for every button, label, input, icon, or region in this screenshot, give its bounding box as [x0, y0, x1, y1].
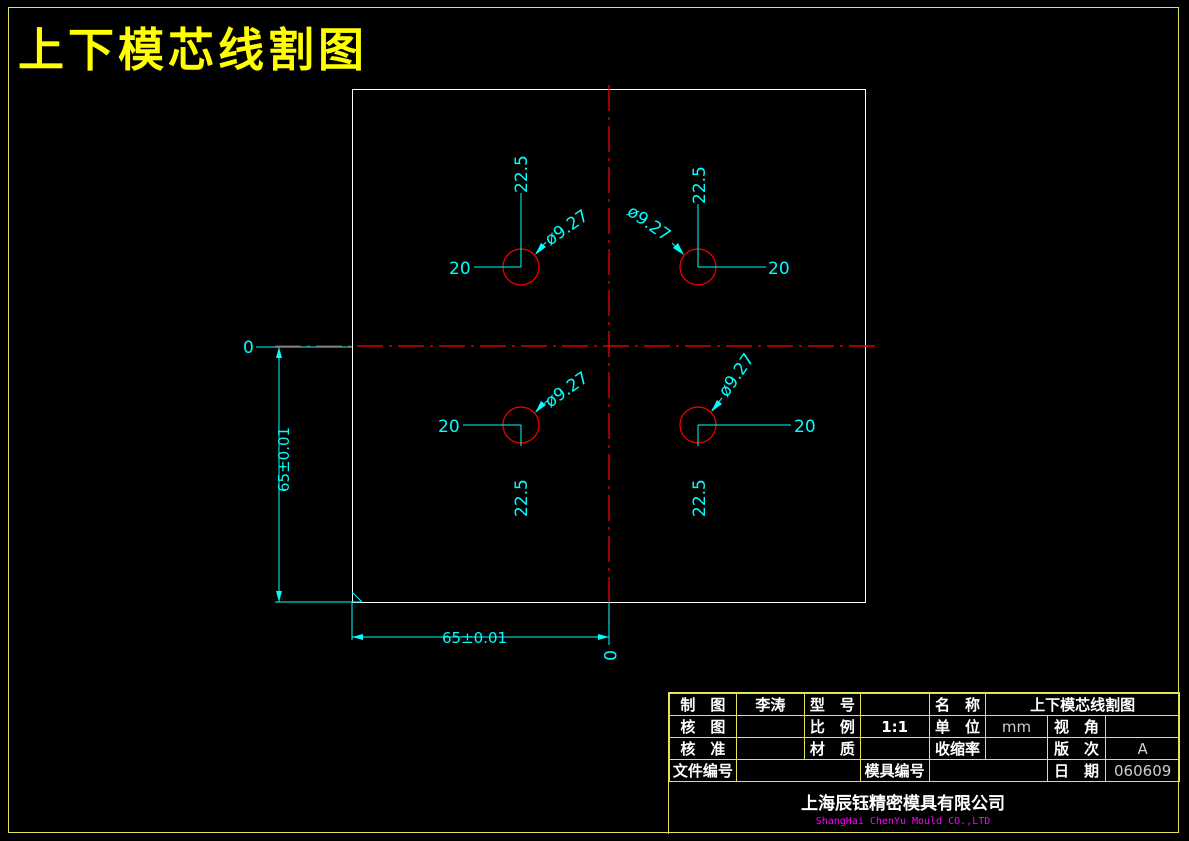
width-dimension-text: 65±0.01 — [442, 629, 507, 647]
hole-bottom-left: 22.5 20 ø9.27 — [438, 368, 592, 517]
height-dimension-text: 65±0.01 — [275, 427, 293, 492]
shrinkage-value — [985, 737, 1048, 760]
scale-value: 1:1 — [859, 715, 930, 738]
model-label: 型 号 — [804, 693, 861, 716]
hole-bottom-right: 22.5 20 ø9.27 — [679, 350, 816, 517]
hole-bottom-left-diameter: ø9.27 — [541, 368, 592, 412]
shrinkage-label: 收缩率 — [928, 737, 987, 760]
revision-label: 版 次 — [1046, 737, 1107, 760]
unit-label: 单 位 — [928, 715, 987, 738]
date-value: 060609 — [1105, 759, 1180, 782]
company-info: 上海辰钰精密模具有限公司 ShangHai ChenYu Mould CO.,L… — [669, 789, 1137, 827]
date-label: 日 期 — [1046, 759, 1107, 782]
title-block-row: 核 图 比 例 1:1 单 位 mm 视 角 — [669, 715, 1180, 738]
unit-value: mm — [985, 715, 1048, 738]
checker-value — [735, 715, 806, 738]
view-label: 视 角 — [1046, 715, 1107, 738]
hole-bottom-left-x-dim: 20 — [438, 417, 460, 437]
width-dimension: 65±0.01 0 — [351, 602, 619, 661]
drawing-title: 上下模芯线割图 — [18, 23, 368, 77]
origin-vertical-label: 0 — [243, 338, 254, 358]
hole-top-left-y-dim: 22.5 — [512, 155, 532, 193]
hole-top-right: 22.5 20 ø9.27 — [623, 166, 790, 286]
title-block-row: 文件编号 模具编号 日 期 060609 — [669, 759, 1180, 782]
hole-top-left-x-dim: 20 — [449, 259, 471, 279]
drafter-label: 制 图 — [669, 693, 737, 716]
title-block: 制 图 李涛 型 号 名 称 上下模芯线割图 核 图 比 例 1:1 单 位 m… — [668, 692, 1180, 834]
company-name-en: ShangHai ChenYu Mould CO.,LTD — [815, 816, 991, 827]
title-block-row: 制 图 李涛 型 号 名 称 上下模芯线割图 — [669, 693, 1180, 716]
hole-bottom-left-y-dim: 22.5 — [512, 479, 532, 517]
hole-top-right-y-dim: 22.5 — [690, 166, 710, 204]
company-name-cn: 上海辰钰精密模具有限公司 — [801, 794, 1005, 814]
hole-top-right-diameter: ø9.27 — [623, 202, 674, 246]
mould-number-value — [928, 759, 1048, 782]
view-value — [1105, 715, 1180, 738]
hole-bottom-right-y-dim: 22.5 — [690, 479, 710, 517]
approver-value — [735, 737, 806, 760]
file-number-label: 文件编号 — [669, 759, 737, 782]
file-number-value — [735, 759, 861, 782]
material-label: 材 质 — [804, 737, 861, 760]
model-value — [859, 693, 930, 716]
title-block-row: 核 准 材 质 收缩率 版 次 A — [669, 737, 1180, 760]
hole-top-left-diameter: ø9.27 — [541, 206, 592, 250]
revision-value: A — [1105, 737, 1180, 760]
drawing-frame — [8, 7, 1179, 833]
hole-top-left: 22.5 20 ø9.27 — [449, 155, 592, 286]
scale-label: 比 例 — [804, 715, 861, 738]
checker-label: 核 图 — [669, 715, 737, 738]
material-value — [859, 737, 930, 760]
drafter-value: 李涛 — [735, 693, 806, 716]
hole-bottom-right-diameter: ø9.27 — [715, 350, 759, 401]
height-dimension: 0 65±0.01 — [243, 338, 363, 603]
origin-horizontal-label: 0 — [599, 650, 619, 661]
mould-number-label: 模具编号 — [859, 759, 930, 782]
approver-label: 核 准 — [669, 737, 737, 760]
hole-top-right-x-dim: 20 — [768, 259, 790, 279]
name-label: 名 称 — [928, 693, 987, 716]
hole-bottom-right-x-dim: 20 — [794, 417, 816, 437]
name-value: 上下模芯线割图 — [985, 693, 1180, 716]
